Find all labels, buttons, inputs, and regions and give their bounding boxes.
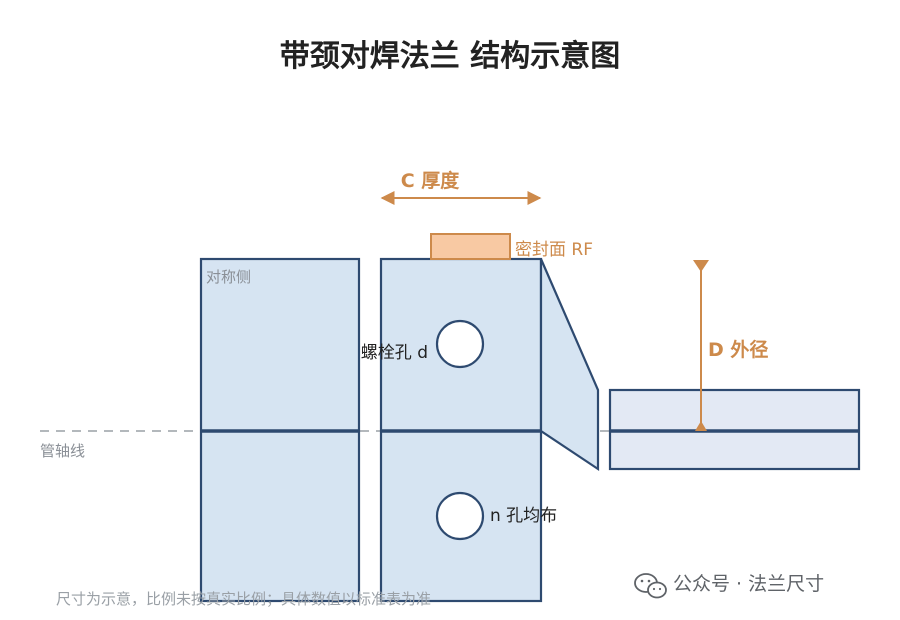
bolt-hole-label: 螺栓孔 d xyxy=(361,343,428,363)
watermark-text: 公众号 · 法兰尺寸 xyxy=(673,573,824,595)
raised-face-label: 密封面 RF xyxy=(515,240,593,260)
page-title: 带颈对焊法兰 结构示意图 xyxy=(280,39,620,74)
outer-diameter-arrow-top xyxy=(693,260,709,272)
symmetric-side-label: 对称侧 xyxy=(206,268,251,286)
outer-diameter-label: D 外径 xyxy=(708,338,768,361)
raised-face xyxy=(430,233,511,260)
pipe-axis-label: 管轴线 xyxy=(40,442,85,460)
bolt-hole-lower xyxy=(435,491,485,541)
footnote: 尺寸为示意，比例未按真实比例；具体数值以标准表为准 xyxy=(56,590,431,608)
bolt-hole-upper xyxy=(435,319,485,369)
thickness-label: C 厚度 xyxy=(401,169,461,192)
flange-neck-hub xyxy=(539,258,600,472)
holes-distribution-label: n 孔均布 xyxy=(490,506,557,526)
outer-diameter-arrow-bottom xyxy=(695,421,707,431)
wechat-icon xyxy=(634,573,667,599)
